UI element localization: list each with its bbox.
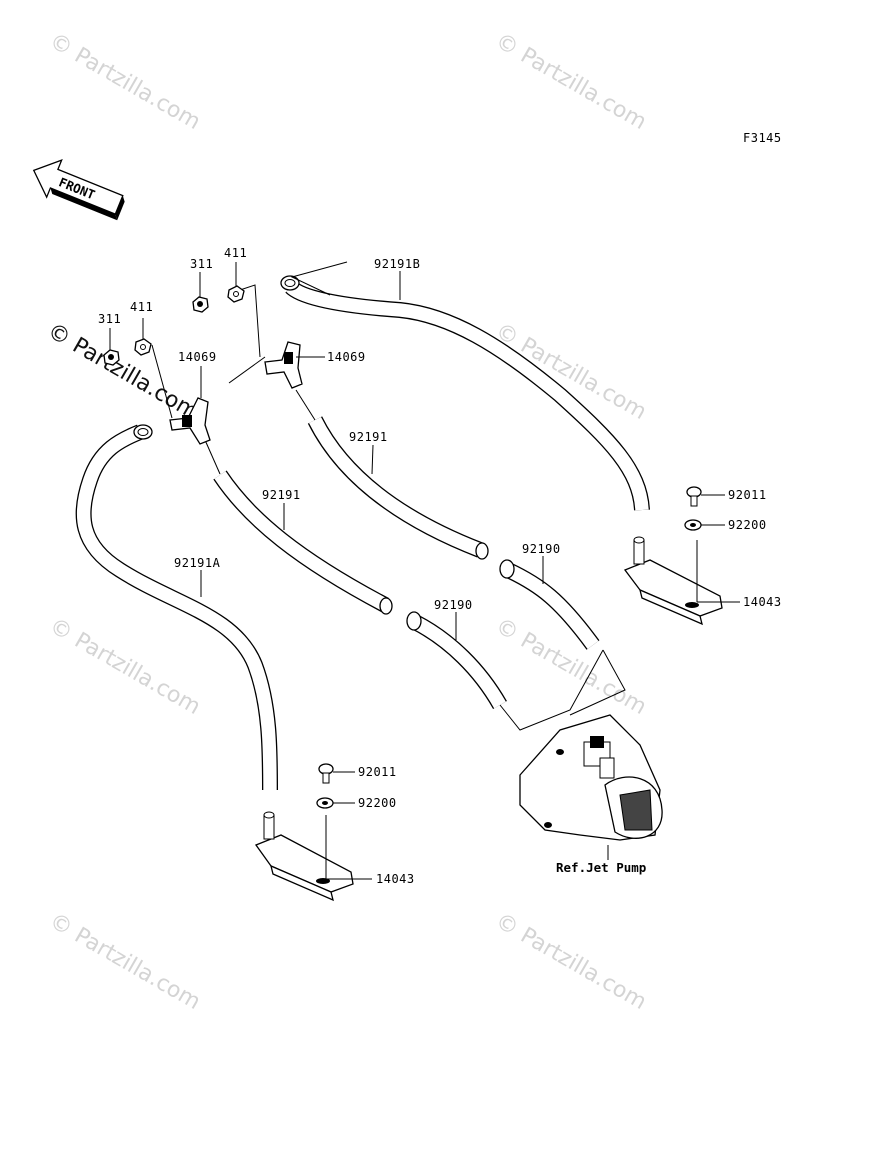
callout-14069-left: 14069	[178, 350, 217, 364]
callout-92191B: 92191B	[374, 257, 420, 271]
callout-92190-right: 92190	[522, 542, 561, 556]
hose-92191-left	[213, 470, 393, 615]
callout-labels: 311 411 311 411 14069 14069 92191B 92191…	[98, 246, 782, 886]
connection-lines	[151, 261, 626, 731]
hose-92191-mid	[307, 416, 489, 560]
callout-92191-left: 92191	[262, 488, 301, 502]
callout-14043-left: 14043	[376, 872, 415, 886]
callout-92200-right: 92200	[728, 518, 767, 532]
callout-92200-left: 92200	[358, 796, 397, 810]
fitting-14069-right	[264, 341, 303, 389]
callout-92190-left: 92190	[434, 598, 473, 612]
callout-92011-left: 92011	[358, 765, 397, 779]
watermark-bottom-right: © Partzilla.com	[491, 909, 651, 1016]
washer-92200-right	[684, 519, 702, 531]
hose-92191A	[75, 424, 278, 791]
watermark-top-left: © Partzilla.com	[45, 29, 205, 136]
diagram-code: F3145	[743, 131, 782, 145]
watermark-top-right: © Partzilla.com	[491, 29, 651, 136]
callout-92191-mid: 92191	[349, 430, 388, 444]
callout-311-left: 311	[98, 312, 121, 326]
hose-92190-left	[406, 611, 507, 710]
callout-92191A: 92191A	[174, 556, 221, 570]
bracket-14043-left	[254, 811, 354, 902]
callout-14069-right: 14069	[327, 350, 366, 364]
bolt-92011-left	[318, 763, 334, 784]
callout-92011-right: 92011	[728, 488, 767, 502]
bolt-92011-right	[686, 486, 702, 507]
leader-lines	[109, 262, 740, 880]
front-arrow-icon: FRONT	[32, 158, 125, 221]
watermark-lower-left: © Partzilla.com	[45, 614, 205, 721]
watermark-bottom-left: © Partzilla.com	[45, 909, 205, 1016]
callout-311-right: 311	[190, 257, 213, 271]
hose-92191B	[280, 275, 650, 511]
bracket-14043-right	[623, 536, 723, 626]
callout-14043-right: 14043	[743, 595, 782, 609]
watermark-dark: © Partzilla.com	[43, 319, 203, 426]
nut-311-left	[103, 349, 120, 366]
washer-411-right	[227, 285, 245, 303]
washer-92200-left	[316, 797, 334, 809]
callout-411-right: 411	[224, 246, 247, 260]
fitting-14069-left	[169, 397, 211, 445]
hose-92190-right	[499, 559, 600, 650]
washer-411-left	[134, 338, 152, 356]
nut-311-right	[192, 296, 209, 313]
watermark-lower-right: © Partzilla.com	[491, 614, 651, 721]
jet-pump	[519, 714, 663, 841]
callout-ref-jet-pump: Ref.Jet Pump	[556, 860, 646, 875]
callout-411-left: 411	[130, 300, 153, 314]
